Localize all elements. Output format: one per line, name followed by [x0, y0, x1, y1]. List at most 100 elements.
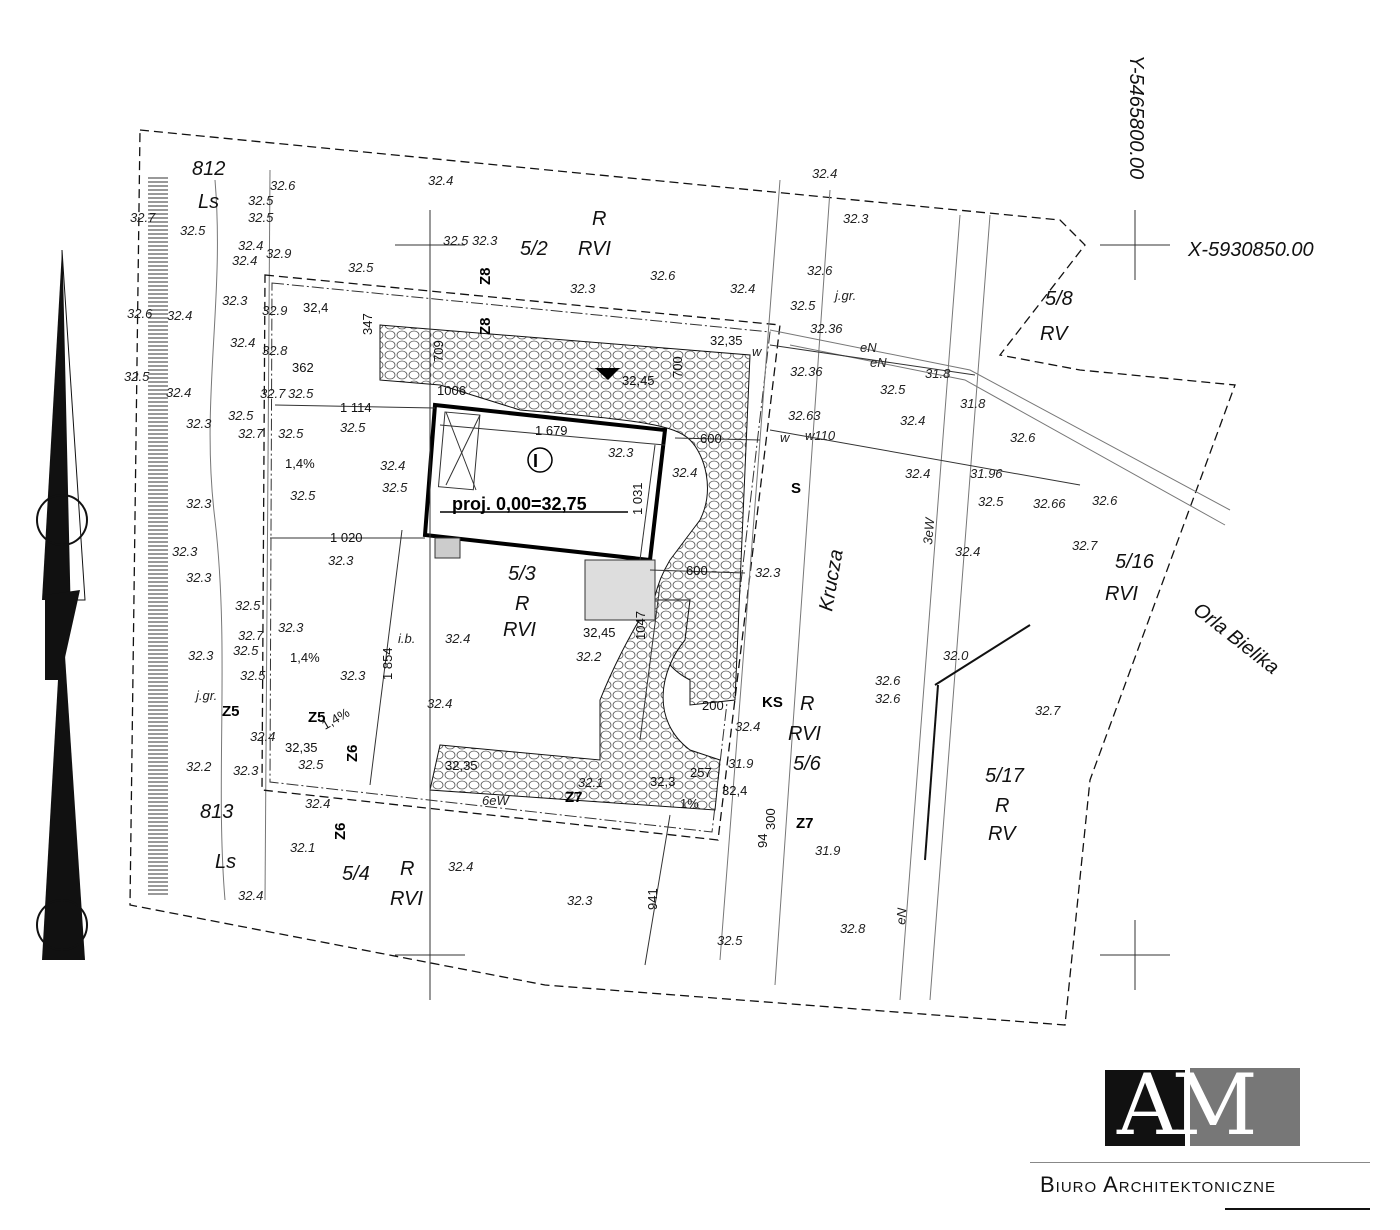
- svg-text:32.4: 32.4: [812, 166, 837, 181]
- svg-text:32.36: 32.36: [810, 321, 843, 336]
- svg-text:32.7: 32.7: [238, 426, 264, 441]
- svg-text:5/6: 5/6: [793, 753, 822, 775]
- survey-boundary: [129, 129, 1236, 1026]
- svg-text:R: R: [995, 795, 1009, 817]
- dimension-label: 1047: [633, 611, 648, 640]
- svg-text:5/2: 5/2: [520, 238, 548, 260]
- svg-text:32,4: 32,4: [722, 783, 747, 798]
- dimension-label: 362: [292, 360, 314, 375]
- svg-text:5/16: 5/16: [1115, 551, 1155, 573]
- svg-text:1,4%: 1,4%: [285, 456, 315, 471]
- svg-text:32.0: 32.0: [943, 648, 969, 663]
- svg-text:w110: w110: [805, 428, 836, 443]
- svg-text:RVI: RVI: [578, 238, 611, 260]
- svg-text:32,45: 32,45: [583, 625, 616, 640]
- dimension-label: 600: [700, 431, 722, 446]
- svg-text:RV: RV: [1040, 323, 1069, 345]
- svg-text:32,45: 32,45: [622, 373, 655, 388]
- svg-text:32.6: 32.6: [875, 673, 901, 688]
- svg-text:32.5: 32.5: [235, 598, 261, 613]
- svg-text:32.3: 32.3: [328, 553, 354, 568]
- road-krucza-lines: [719, 179, 991, 1001]
- svg-text:32.5: 32.5: [298, 757, 324, 772]
- svg-text:32.2: 32.2: [186, 759, 212, 774]
- marker-label: i.b.: [398, 631, 415, 646]
- svg-text:32.5: 32.5: [290, 488, 316, 503]
- plot-boundary: [261, 274, 781, 841]
- svg-text:RVI: RVI: [1105, 583, 1138, 605]
- dimension-label: 1 114: [340, 400, 372, 415]
- svg-text:32,35: 32,35: [285, 740, 318, 755]
- svg-text:32,3: 32,3: [650, 774, 675, 789]
- entrance-marker-icon: [595, 368, 620, 380]
- street-label-krucza: Krucza: [815, 548, 847, 613]
- dimension-label: 1 854: [380, 647, 395, 680]
- coordinate-y-label: Y-5465800.00: [1125, 55, 1147, 179]
- svg-text:32.3: 32.3: [843, 211, 869, 226]
- svg-text:Z8: Z8: [477, 317, 494, 335]
- svg-text:32.8: 32.8: [840, 921, 866, 936]
- svg-text:32.3: 32.3: [186, 416, 212, 431]
- svg-text:RV: RV: [988, 823, 1017, 845]
- svg-text:32.6: 32.6: [270, 178, 296, 193]
- dimension-label: 700: [670, 356, 685, 378]
- dimension-label: 1006: [437, 383, 466, 398]
- svg-text:32.5: 32.5: [880, 382, 906, 397]
- svg-text:32.6: 32.6: [1092, 493, 1118, 508]
- svg-text:32.7: 32.7: [1035, 703, 1061, 718]
- svg-text:32.5: 32.5: [382, 480, 408, 495]
- svg-text:32.4: 32.4: [250, 729, 275, 744]
- svg-text:32.7: 32.7: [260, 386, 286, 401]
- dimension-label: 300: [763, 808, 778, 830]
- svg-text:32.8: 32.8: [262, 343, 288, 358]
- svg-text:32.4: 32.4: [166, 385, 191, 400]
- svg-text:R: R: [515, 593, 529, 615]
- svg-text:32.3: 32.3: [222, 293, 248, 308]
- svg-text:32.3: 32.3: [472, 233, 498, 248]
- svg-text:5/17: 5/17: [985, 765, 1025, 787]
- svg-text:32.3: 32.3: [188, 648, 214, 663]
- logo-letters: AM: [1117, 1056, 1258, 1154]
- svg-text:32.3: 32.3: [570, 281, 596, 296]
- svg-text:Z5: Z5: [222, 703, 240, 720]
- svg-text:32.3: 32.3: [567, 893, 593, 908]
- svg-text:32.5: 32.5: [233, 643, 259, 658]
- svg-text:S: S: [791, 480, 801, 497]
- dimension-label: 941: [645, 888, 660, 910]
- svg-text:32.5: 32.5: [978, 494, 1004, 509]
- svg-text:32.4: 32.4: [905, 466, 930, 481]
- svg-text:31.9: 31.9: [728, 756, 753, 771]
- svg-text:32.3: 32.3: [233, 763, 259, 778]
- marker-label: j.gr.: [833, 288, 856, 303]
- dimension-label: 1 020: [330, 530, 363, 545]
- svg-text:32.3: 32.3: [186, 570, 212, 585]
- svg-text:32.4: 32.4: [730, 281, 755, 296]
- svg-text:R: R: [400, 858, 414, 880]
- svg-text:w: w: [780, 430, 791, 445]
- svg-text:32.3: 32.3: [278, 620, 304, 635]
- svg-text:32.6: 32.6: [807, 263, 833, 278]
- svg-text:32.5: 32.5: [248, 210, 274, 225]
- coordinate-x-label: X-5930850.00: [1187, 239, 1314, 261]
- svg-text:32.4: 32.4: [232, 253, 257, 268]
- paved-walkway: [429, 599, 721, 811]
- svg-text:32.3: 32.3: [172, 544, 198, 559]
- svg-text:32.5: 32.5: [288, 386, 314, 401]
- forest-hatch: [148, 175, 168, 895]
- svg-text:KS: KS: [762, 694, 783, 711]
- svg-text:32.5: 32.5: [240, 668, 266, 683]
- svg-text:32.5: 32.5: [248, 193, 274, 208]
- svg-text:3eW: 3eW: [920, 516, 937, 546]
- dimension-label: 257: [690, 765, 712, 780]
- svg-text:32.9: 32.9: [266, 246, 291, 261]
- building-number: I: [533, 451, 538, 471]
- svg-text:eN: eN: [860, 340, 877, 355]
- svg-text:R: R: [800, 693, 814, 715]
- svg-text:32.36: 32.36: [790, 364, 823, 379]
- svg-text:32.6: 32.6: [1010, 430, 1036, 445]
- svg-text:Z5: Z5: [308, 709, 326, 726]
- svg-text:32.1: 32.1: [290, 840, 315, 855]
- svg-text:812: 812: [192, 158, 225, 180]
